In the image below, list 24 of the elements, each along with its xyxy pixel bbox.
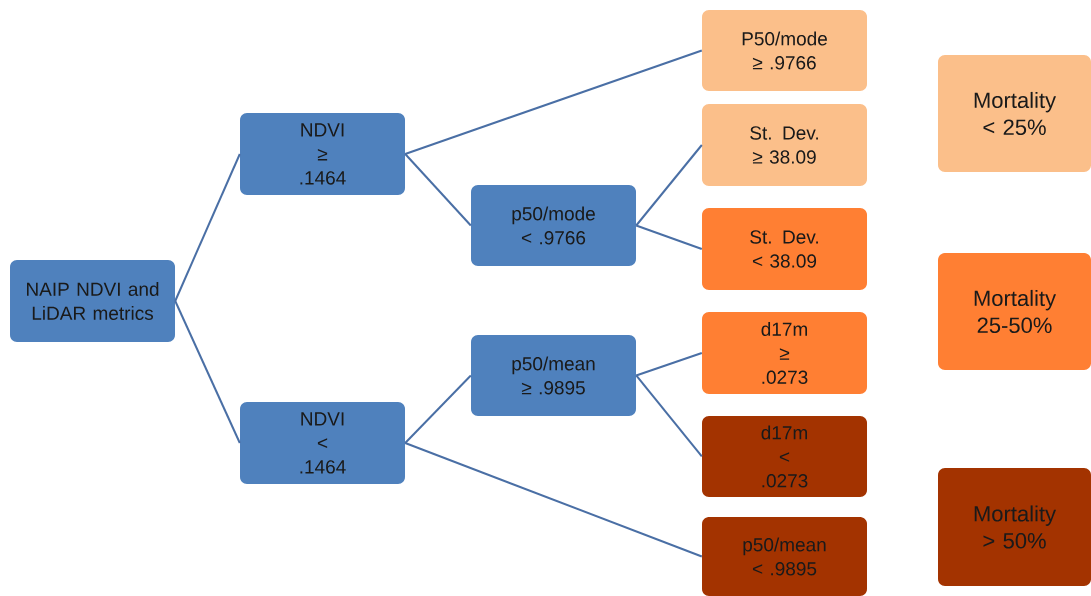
connector-line	[404, 153, 472, 227]
connector-line	[174, 153, 241, 302]
connector-line	[635, 374, 703, 458]
connector-line	[404, 374, 472, 444]
result-box: Mortality 25-50%	[938, 253, 1091, 370]
connector-line	[404, 442, 703, 558]
split-box: NDVI ≥ .1464	[240, 113, 405, 195]
leaf-box: d17m < .0273	[702, 416, 867, 497]
connector-line	[174, 300, 241, 444]
leaf-box: p50/mean < .9895	[702, 517, 867, 596]
split-box: p50/mode < .9766	[471, 185, 636, 266]
leaf-box: St. Dev. < 38.09	[702, 208, 867, 290]
split-box: NDVI < .1464	[240, 402, 405, 484]
leaf-box: P50/mode ≥ .9766	[702, 10, 867, 91]
connector-line	[635, 352, 703, 377]
result-box: Mortality < 25%	[938, 55, 1091, 172]
split-box: NAIP NDVI and LiDAR metrics	[10, 260, 175, 342]
leaf-box: d17m ≥ .0273	[702, 312, 867, 394]
split-box: p50/mean ≥ .9895	[471, 335, 636, 416]
leaf-box: St. Dev. ≥ 38.09	[702, 104, 867, 186]
connector-line	[635, 224, 703, 250]
connector-line	[404, 49, 703, 155]
connector-line	[635, 144, 703, 227]
result-box: Mortality > 50%	[938, 468, 1091, 586]
